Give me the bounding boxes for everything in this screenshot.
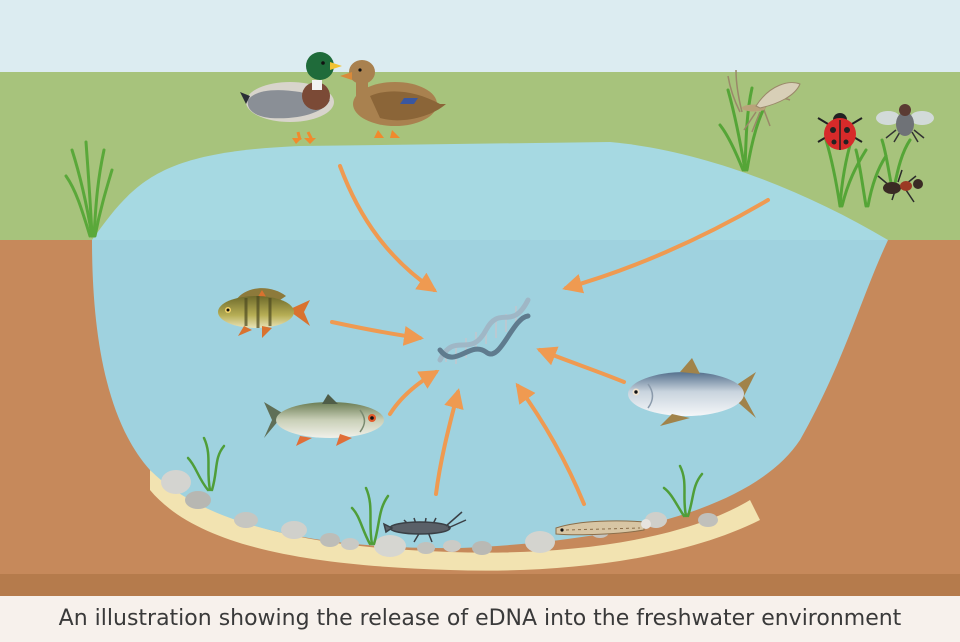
fly <box>876 104 934 143</box>
arrow-from-bream <box>536 346 626 384</box>
roach-fish <box>264 394 384 446</box>
sky <box>0 0 960 72</box>
edna-arrows <box>330 164 770 506</box>
mallard-drake <box>240 52 342 144</box>
grass-tuft-left <box>64 140 114 238</box>
arrow-from-ducks <box>338 164 438 293</box>
soil-base <box>0 574 960 596</box>
mallard-hen <box>340 60 446 138</box>
caption-background <box>0 596 960 642</box>
arrow-from-perch <box>330 320 424 346</box>
mayfly <box>727 69 801 133</box>
perch-fish <box>218 288 310 338</box>
pond-sand <box>150 470 760 571</box>
aquatic-weeds <box>186 436 704 546</box>
edna-illustration <box>0 0 960 596</box>
figure-caption: An illustration showing the release of e… <box>58 606 902 631</box>
arrow-from-insects <box>562 198 770 294</box>
arrow-from-roach <box>388 369 440 416</box>
arrow-from-fish-larva <box>515 382 586 506</box>
water-surface <box>92 142 888 240</box>
grass-tuft-right <box>718 86 912 208</box>
ladybird <box>817 113 863 150</box>
bream-fish <box>628 358 756 426</box>
arrow-from-caddisfly <box>434 388 464 496</box>
ant <box>877 169 923 203</box>
dna-helix-icon <box>437 297 531 364</box>
fish-larva <box>555 519 651 536</box>
caddisfly-larva <box>382 511 467 543</box>
